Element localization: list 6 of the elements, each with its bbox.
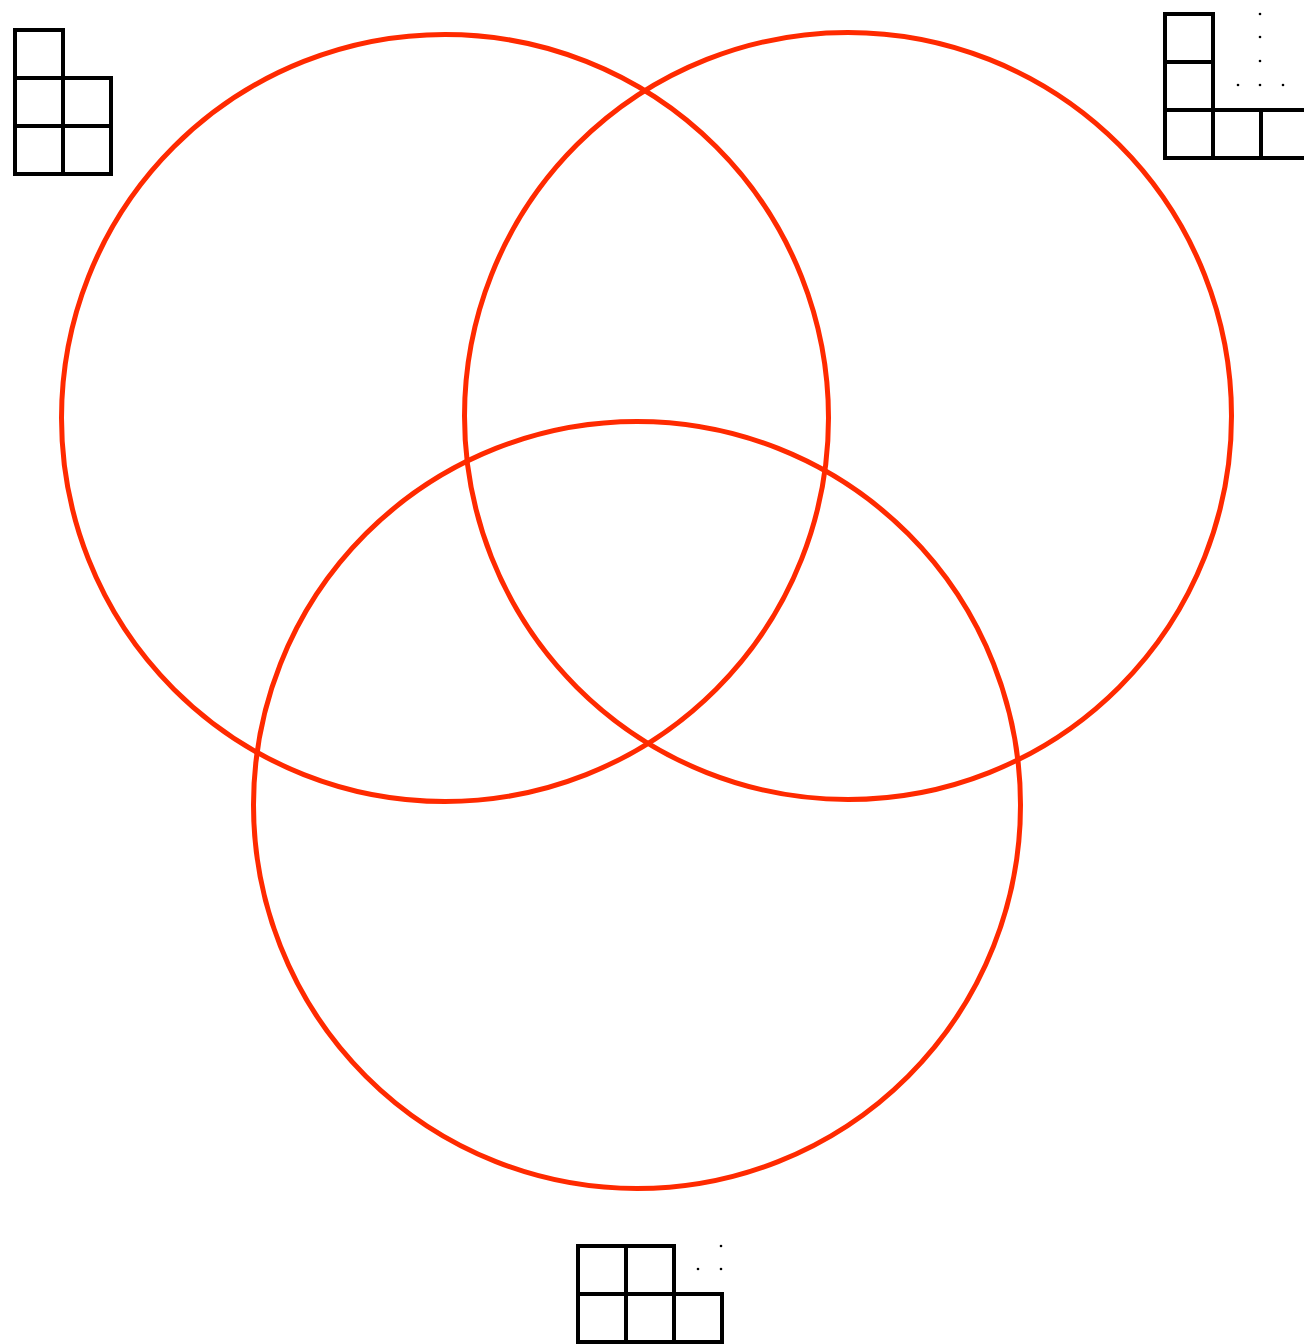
young-diagram-drawing — [576, 1244, 727, 1344]
venn-circle — [462, 30, 1234, 802]
young-diagram-drawing — [1163, 12, 1304, 160]
young-diagram-drawing — [13, 28, 113, 176]
venn-circle — [59, 32, 831, 804]
venn-circle — [251, 419, 1023, 1191]
